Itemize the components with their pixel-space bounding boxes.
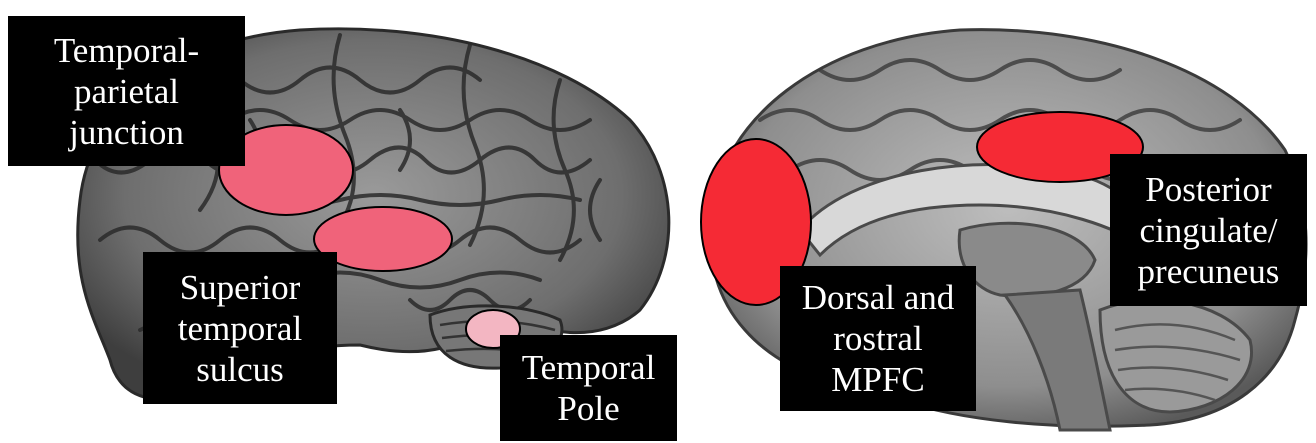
temporal-pole-label-line-2: Pole bbox=[557, 388, 619, 429]
tpj-label-line-3: junction bbox=[69, 112, 184, 153]
sts-label-line-1: Superior bbox=[180, 267, 301, 308]
sts-label-line-3: sulcus bbox=[196, 349, 284, 390]
mpfc-label-line-3: MPFC bbox=[831, 359, 924, 400]
pcc-label: Posterior cingulate/ precuneus bbox=[1110, 154, 1307, 306]
mpfc-label-line-2: rostral bbox=[833, 318, 922, 359]
mpfc-label-line-1: Dorsal and bbox=[802, 277, 955, 318]
sts-label: Superior temporal sulcus bbox=[143, 252, 337, 404]
pcc-label-line-3: precuneus bbox=[1138, 251, 1280, 292]
pcc-label-line-1: Posterior bbox=[1145, 169, 1271, 210]
tpj-label: Temporal- parietal junction bbox=[8, 16, 245, 166]
temporal-pole-label: Temporal Pole bbox=[500, 335, 677, 441]
tpj-label-line-1: Temporal- bbox=[54, 30, 199, 71]
tpj-label-line-2: parietal bbox=[74, 71, 179, 112]
mpfc-label: Dorsal and rostral MPFC bbox=[780, 266, 976, 411]
sts-label-line-2: temporal bbox=[178, 308, 302, 349]
temporal-pole-label-line-1: Temporal bbox=[522, 347, 656, 388]
pcc-label-line-2: cingulate/ bbox=[1139, 210, 1277, 251]
